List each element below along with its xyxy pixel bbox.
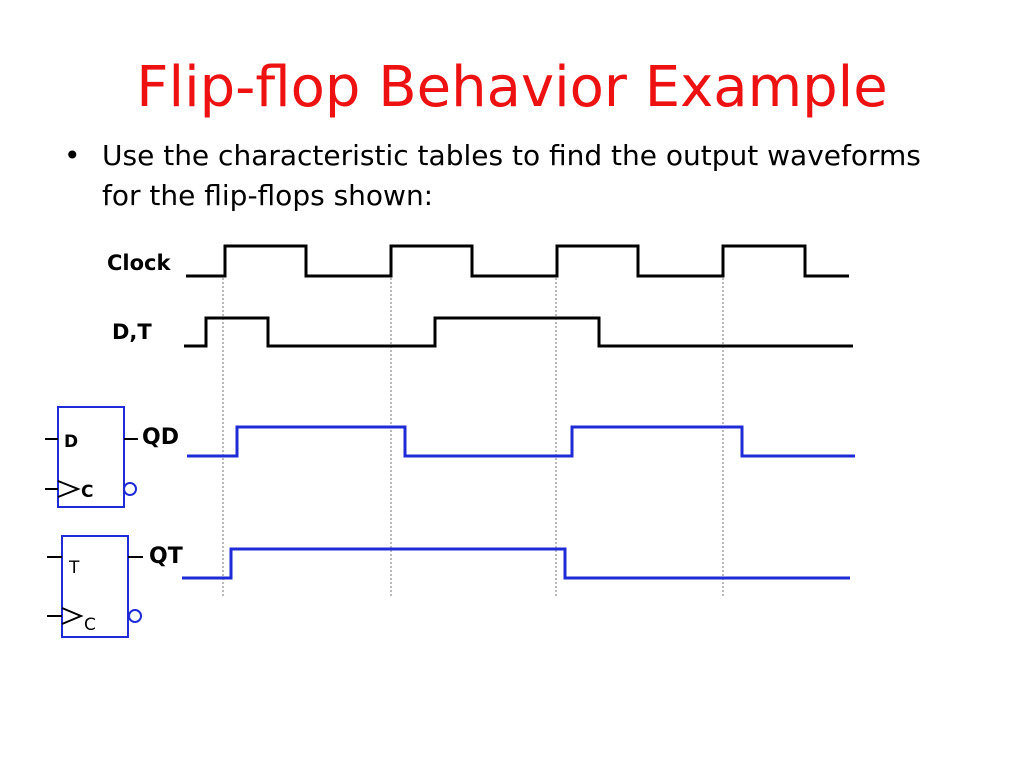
clock-waveform xyxy=(186,244,849,278)
bullet-text: Use the characteristic tables to find th… xyxy=(102,139,921,212)
qt-waveform xyxy=(182,547,850,580)
d-ff-inverted-output-bubble xyxy=(123,482,137,496)
d-ff-input-label: D xyxy=(64,432,78,452)
d-ff-body xyxy=(57,406,125,508)
t-ff-input-label: T xyxy=(68,558,80,578)
d-ff-clock-label: C xyxy=(81,482,93,502)
d-ff-clock-triangle-icon xyxy=(57,480,81,498)
qd-label: QD xyxy=(142,425,179,450)
t-ff-body xyxy=(61,535,129,638)
dt-label: D,T xyxy=(112,320,152,344)
t-ff-clock-triangle-icon xyxy=(61,607,84,625)
t-ff-clock-label: C xyxy=(84,615,96,635)
bullet-dot: • xyxy=(64,139,81,172)
slide-title: Flip-flop Behavior Example xyxy=(136,55,888,120)
d-flip-flop: D C xyxy=(45,406,138,508)
qd-waveform xyxy=(187,425,855,458)
t-flip-flop: T C xyxy=(47,535,143,638)
t-ff-inverted-output-bubble xyxy=(128,609,142,623)
dt-waveform xyxy=(184,316,853,348)
edge-guide-lines xyxy=(222,278,724,596)
clock-label: Clock xyxy=(107,251,171,275)
qt-label: QT xyxy=(149,544,183,569)
